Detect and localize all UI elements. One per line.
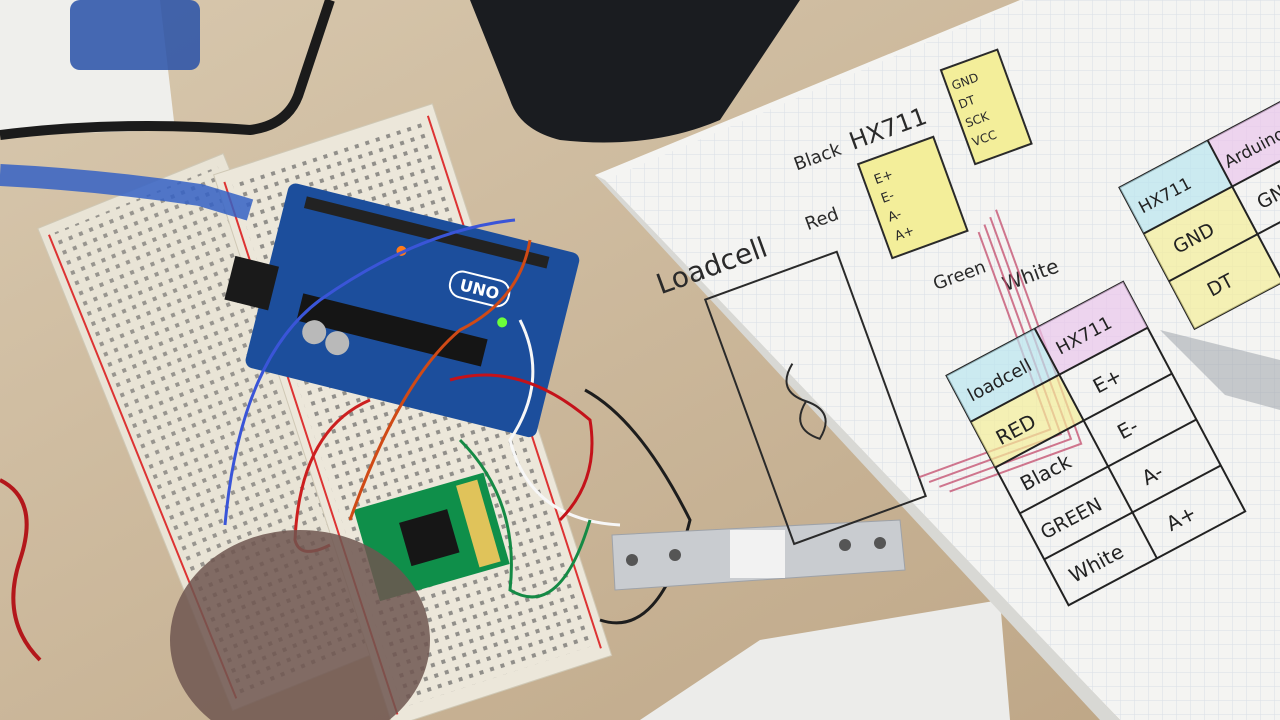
wire-orange (348, 239, 532, 521)
black-cable (0, 0, 335, 140)
hx711-sketch (856, 135, 969, 260)
load-cell (611, 519, 906, 591)
pin-a-minus: A- (886, 207, 904, 226)
pen (1160, 330, 1280, 410)
wiring-diagram: Loadcell Red Black HX711 E+ E- A- A+ GND… (652, 48, 1083, 546)
pin-dt: DT (957, 93, 978, 112)
pin-a-plus: A+ (893, 223, 917, 244)
status-led (497, 317, 508, 328)
laptop-corner (470, 0, 800, 143)
table-loadcell-hx711: loadcell HX711 RED E+ Black E- GREEN A- … (945, 280, 1247, 607)
wire-red-2 (449, 373, 594, 522)
hx711-output-sketch (939, 48, 1033, 166)
red-cable-bundle (0, 478, 42, 662)
uno-logo-badge (448, 270, 511, 308)
strain-gauge-sketch (785, 363, 827, 441)
loadcell-sketch (703, 250, 927, 546)
notebook (595, 0, 1280, 720)
hand (170, 530, 430, 720)
wire-green (458, 438, 592, 599)
usb-cable (0, 164, 254, 221)
pin-e-minus: E- (879, 188, 897, 207)
usb-device (70, 0, 200, 70)
wire-blue (223, 218, 516, 526)
pin-e-plus: E+ (872, 167, 895, 188)
wire-white (508, 319, 621, 527)
wire-black (584, 388, 692, 625)
white-shelf (640, 600, 1010, 720)
arduino-uno-board: UNO (224, 183, 580, 438)
